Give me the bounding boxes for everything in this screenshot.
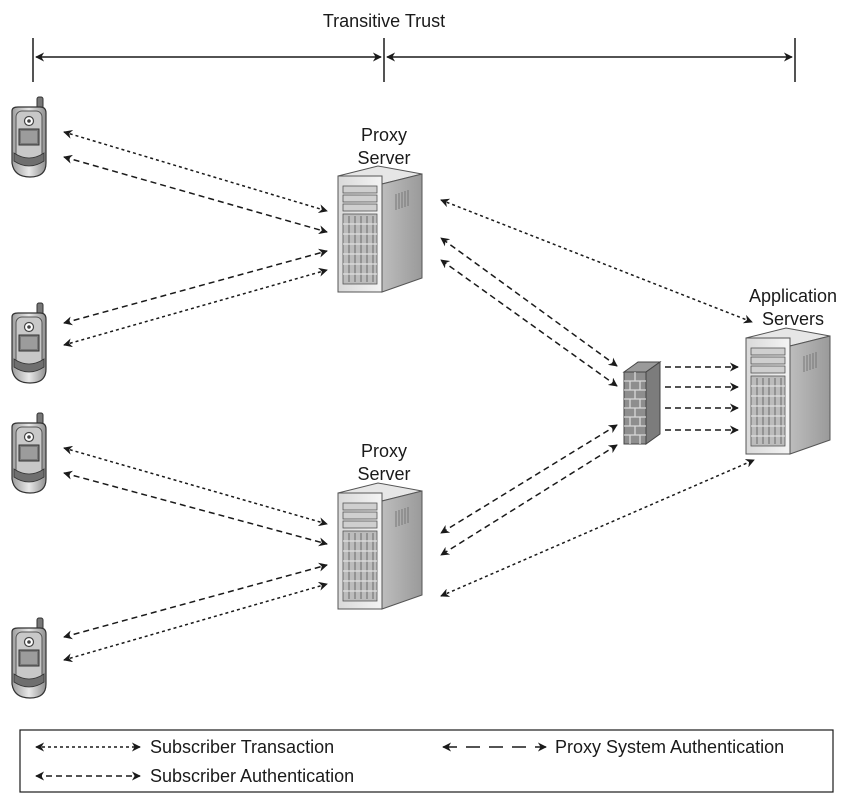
- proxy-server-bottom-label-line2: Server: [357, 464, 411, 484]
- mobile-phone-icon: [11, 412, 47, 494]
- proxy-server-bottom-icon: [337, 482, 423, 610]
- legend-line-samples: [35, 742, 547, 781]
- application-servers-label-line1: Application: [748, 286, 838, 306]
- proxy-server-bottom-label-line1: Proxy: [360, 441, 407, 461]
- proxy-server-top-icon: [337, 165, 423, 293]
- application-servers-label-line2: Servers: [761, 309, 824, 329]
- legend-subscriber-authentication: Subscriber Authentication: [150, 766, 355, 786]
- legend-subscriber-transaction: Subscriber Transaction: [150, 737, 335, 757]
- legend-box: [19, 729, 834, 793]
- mobile-phone-icon: [11, 302, 47, 384]
- mobile-phone-icon: [11, 96, 47, 178]
- subscriber-authentication-links: [63, 154, 739, 640]
- transitive-trust-span: [32, 38, 796, 82]
- mobile-phone-icon: [11, 617, 47, 699]
- transitive-trust-label: Transitive Trust: [322, 11, 446, 31]
- proxy-server-top-label-line2: Server: [357, 148, 411, 168]
- proxy-server-top-label-line1: Proxy: [360, 125, 407, 145]
- firewall-icon: [622, 361, 662, 445]
- application-servers-icon: [745, 327, 831, 455]
- legend-proxy-system-authentication: Proxy System Authentication: [555, 737, 785, 757]
